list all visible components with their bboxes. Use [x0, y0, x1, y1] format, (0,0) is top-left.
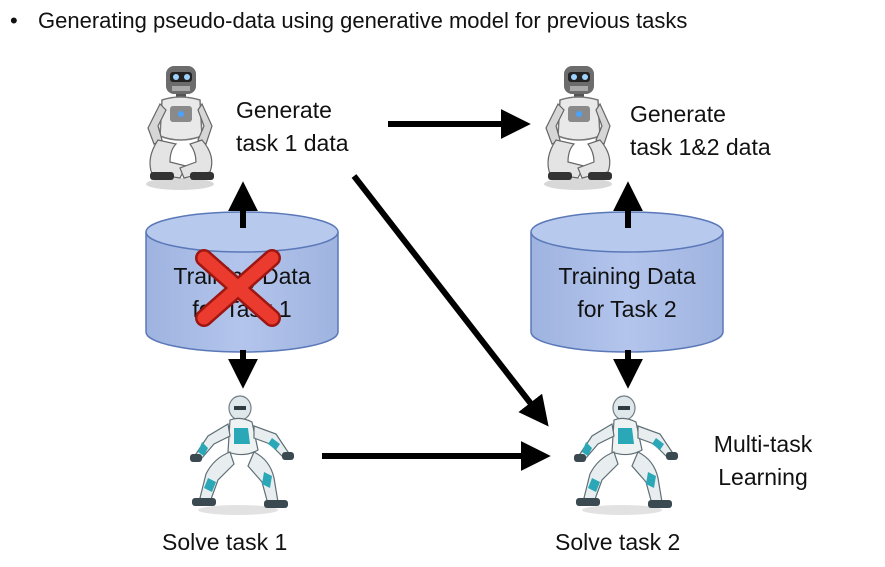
multitask-line2: Learning	[718, 464, 808, 490]
data-right-line1: Training Data	[558, 263, 696, 289]
red-cross-icon	[195, 249, 281, 327]
solver-robot-icon	[189, 395, 295, 516]
heading: • Generating pseudo-data using generative…	[10, 8, 687, 34]
data-right-line2: for Task 2	[577, 296, 677, 322]
bullet: •	[10, 8, 18, 33]
multitask-line1: Multi-task	[713, 431, 813, 457]
generator-left-label: Generate task 1 data	[236, 94, 349, 160]
data-right-label: Training Data for Task 2	[531, 260, 723, 326]
generator-right-label: Generate task 1&2 data	[630, 98, 771, 164]
generator-robot-icon	[145, 65, 215, 191]
multitask-label: Multi-task Learning	[692, 428, 834, 494]
heading-text: Generating pseudo-data using generative …	[38, 8, 688, 33]
generator-left-line1: Generate	[236, 97, 332, 123]
arrow-generator-to-solver-right	[351, 174, 549, 427]
solver-right-label: Solve task 2	[555, 529, 681, 555]
generator-right-line1: Generate	[630, 101, 726, 127]
solver-robot-icon	[573, 395, 679, 516]
generator-robot-icon	[543, 65, 613, 191]
generator-left-line2: task 1 data	[236, 130, 349, 156]
solver-left-label: Solve task 1	[162, 529, 288, 555]
generator-right-line2: task 1&2 data	[630, 134, 771, 160]
